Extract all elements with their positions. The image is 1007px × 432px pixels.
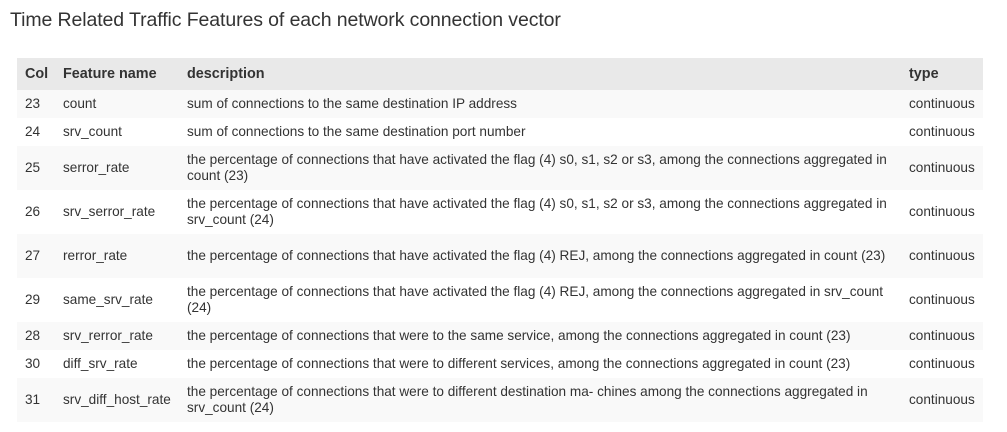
cell-feature-name: srv_serror_rate <box>55 190 179 234</box>
cell-description: sum of connections to the same destinati… <box>179 90 901 118</box>
table-row: 24 srv_count sum of connections to the s… <box>17 118 983 146</box>
features-table: Col Feature name description type 23 cou… <box>17 58 983 422</box>
header-feature-name: Feature name <box>55 58 179 90</box>
cell-col: 28 <box>17 322 55 350</box>
cell-feature-name: same_srv_rate <box>55 278 179 322</box>
cell-type: continuous <box>901 278 983 322</box>
cell-description: the percentage of connections that were … <box>179 378 901 422</box>
table-row: 23 count sum of connections to the same … <box>17 90 983 118</box>
table-body: 23 count sum of connections to the same … <box>17 90 983 422</box>
table-row: 28 srv_rerror_rate the percentage of con… <box>17 322 983 350</box>
cell-col: 26 <box>17 190 55 234</box>
cell-type: continuous <box>901 118 983 146</box>
cell-col: 29 <box>17 278 55 322</box>
header-description: description <box>179 58 901 90</box>
cell-description: the percentage of connections that were … <box>179 350 901 378</box>
cell-description: sum of connections to the same destinati… <box>179 118 901 146</box>
cell-description: the percentage of connections that have … <box>179 146 901 190</box>
table-header: Col Feature name description type <box>17 58 983 90</box>
cell-col: 30 <box>17 350 55 378</box>
page-title: Time Related Traffic Features of each ne… <box>10 9 561 31</box>
cell-feature-name: srv_count <box>55 118 179 146</box>
table-row: 30 diff_srv_rate the percentage of conne… <box>17 350 983 378</box>
cell-description: the percentage of connections that have … <box>179 278 901 322</box>
cell-type: continuous <box>901 350 983 378</box>
cell-feature-name: srv_rerror_rate <box>55 322 179 350</box>
cell-type: continuous <box>901 322 983 350</box>
cell-feature-name: serror_rate <box>55 146 179 190</box>
cell-type: continuous <box>901 90 983 118</box>
cell-type: continuous <box>901 378 983 422</box>
cell-feature-name: srv_diff_host_rate <box>55 378 179 422</box>
cell-feature-name: rerror_rate <box>55 234 179 278</box>
cell-feature-name: count <box>55 90 179 118</box>
cell-type: continuous <box>901 146 983 190</box>
table-row: 31 srv_diff_host_rate the percentage of … <box>17 378 983 422</box>
cell-col: 25 <box>17 146 55 190</box>
cell-col: 31 <box>17 378 55 422</box>
table-row: 25 serror_rate the percentage of connect… <box>17 146 983 190</box>
table-row: 29 same_srv_rate the percentage of conne… <box>17 278 983 322</box>
cell-col: 24 <box>17 118 55 146</box>
cell-col: 27 <box>17 234 55 278</box>
header-col: Col <box>17 58 55 90</box>
cell-type: continuous <box>901 234 983 278</box>
cell-type: continuous <box>901 190 983 234</box>
header-type: type <box>901 58 983 90</box>
cell-col: 23 <box>17 90 55 118</box>
cell-description: the percentage of connections that have … <box>179 234 901 278</box>
table-row: 26 srv_serror_rate the percentage of con… <box>17 190 983 234</box>
cell-description: the percentage of connections that were … <box>179 322 901 350</box>
header-row: Col Feature name description type <box>17 58 983 90</box>
cell-feature-name: diff_srv_rate <box>55 350 179 378</box>
cell-description: the percentage of connections that have … <box>179 190 901 234</box>
table-row: 27 rerror_rate the percentage of connect… <box>17 234 983 278</box>
